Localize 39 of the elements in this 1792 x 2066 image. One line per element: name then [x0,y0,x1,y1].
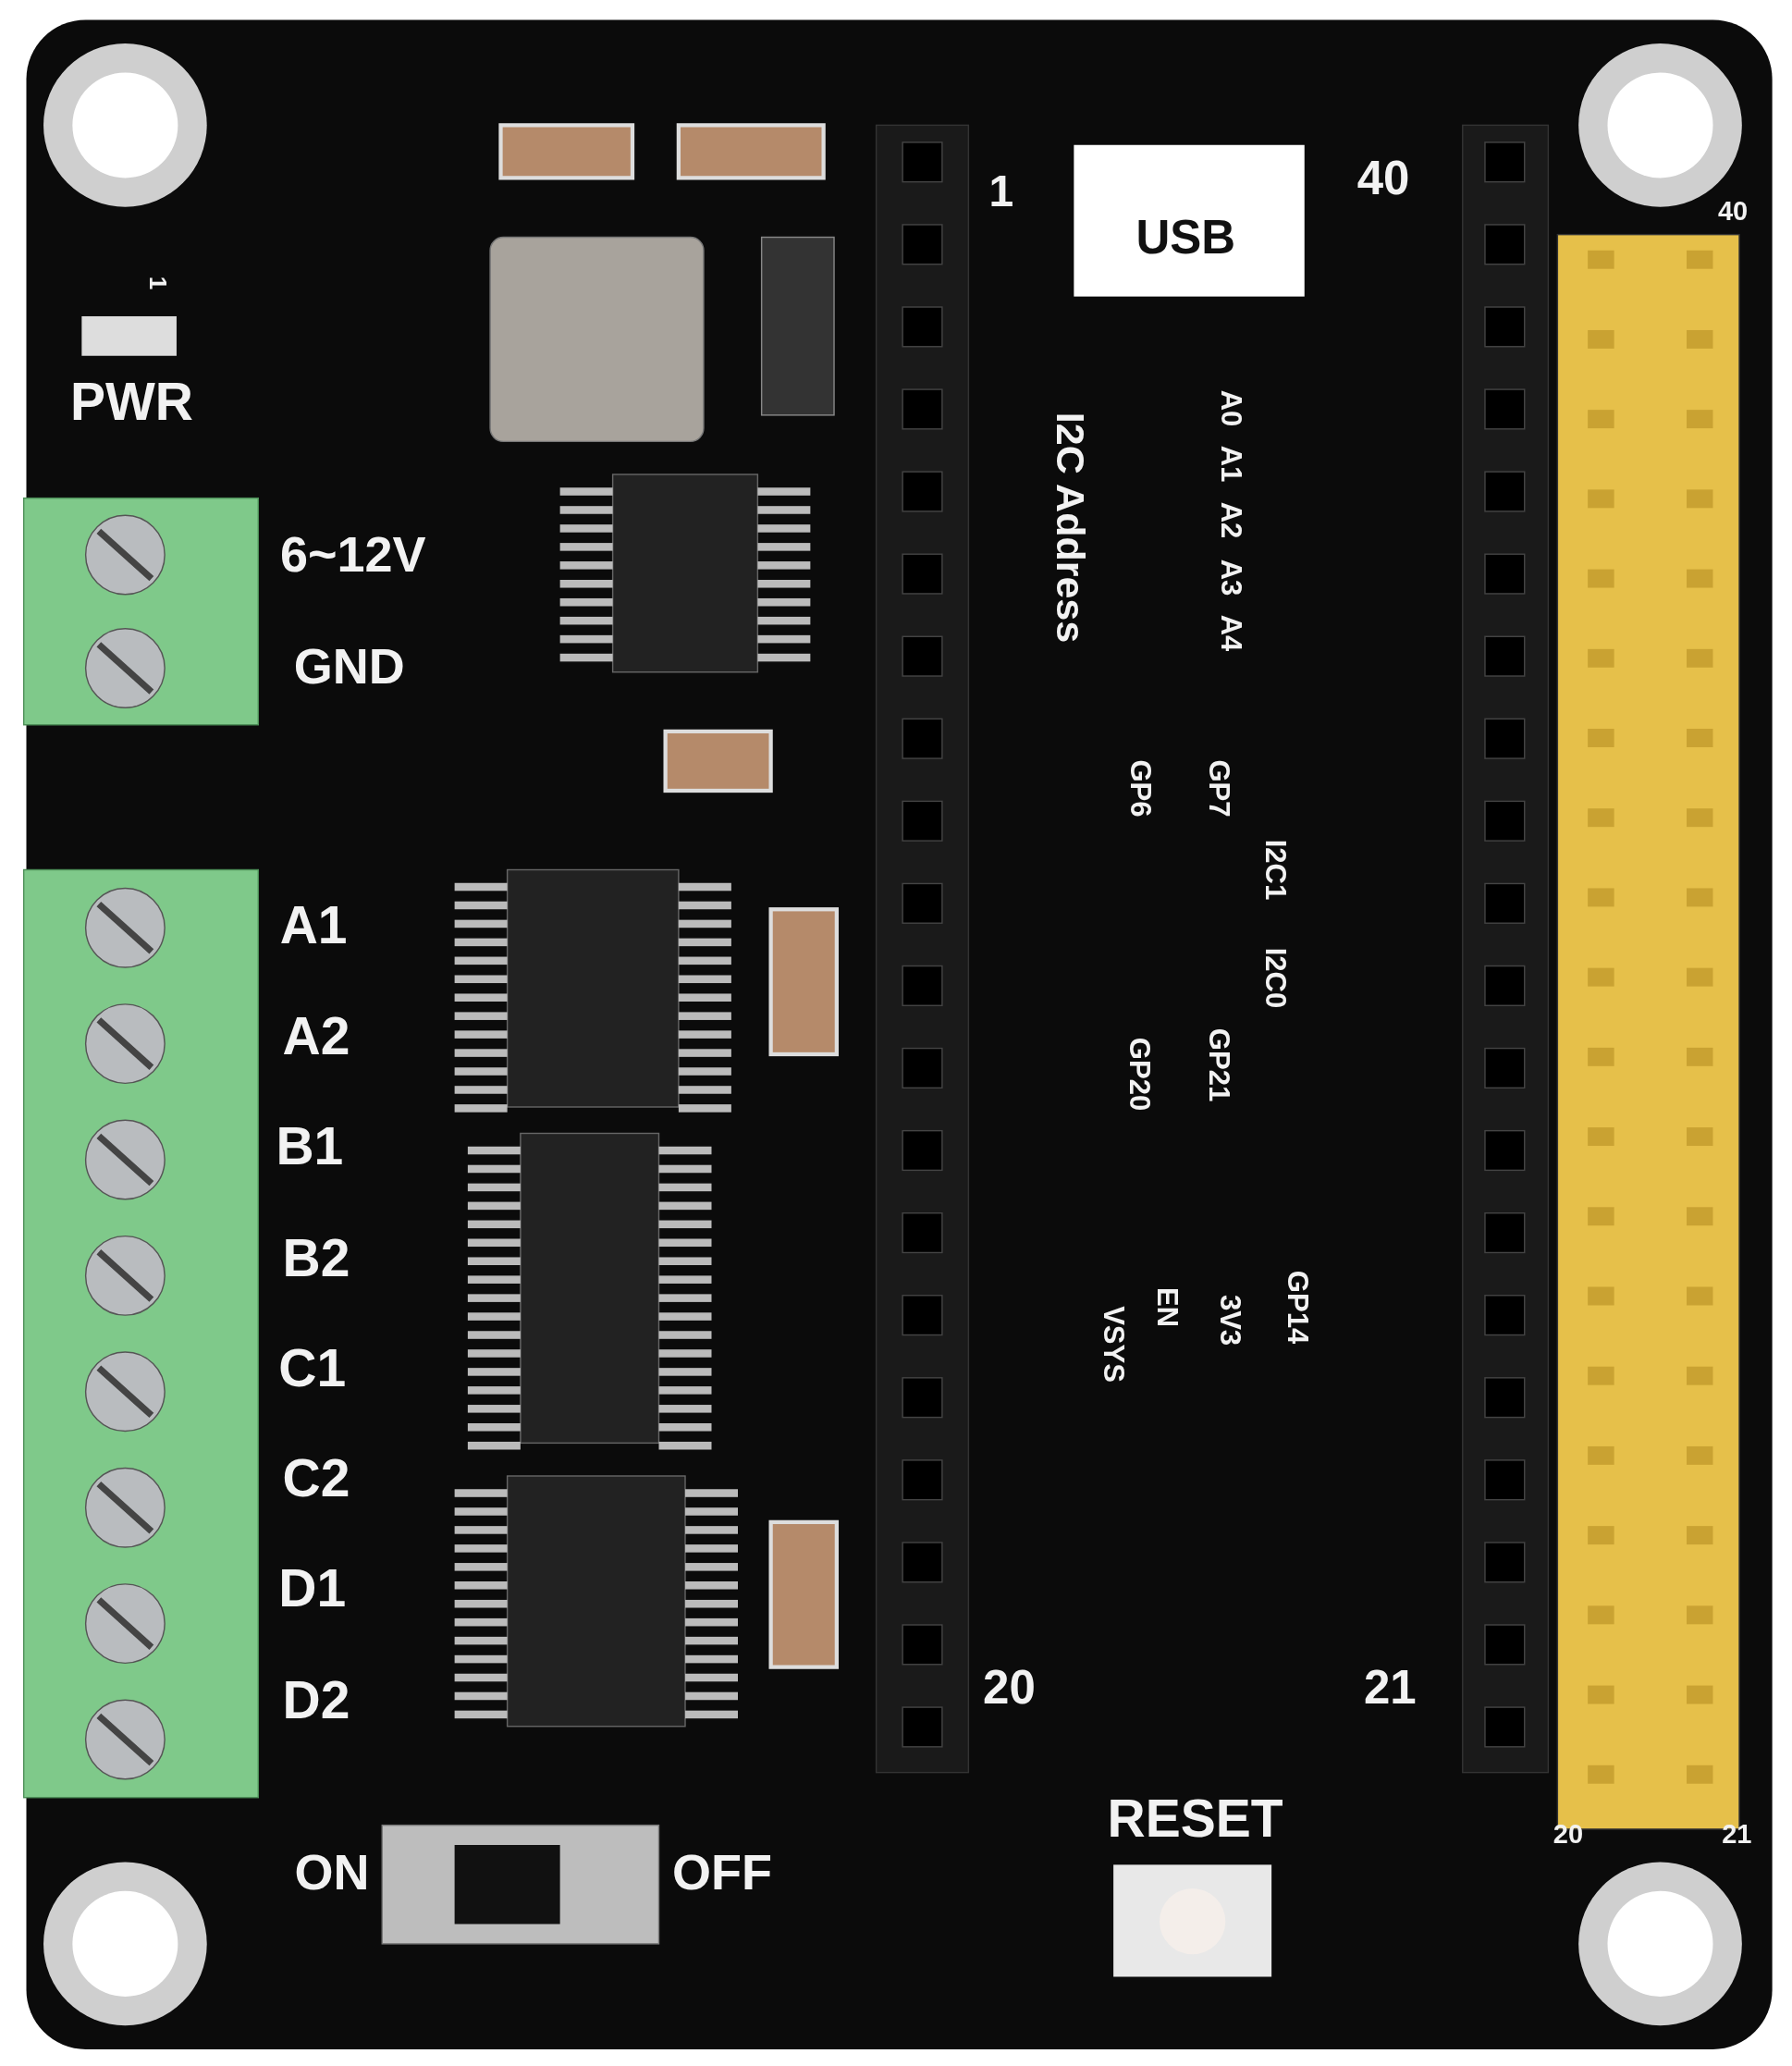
silkscreen-label: A1 [279,898,348,952]
silkscreen-label: 20 [983,1663,1036,1711]
silkscreen-label: C1 [278,1341,347,1395]
silkscreen-label: B1 [276,1120,344,1174]
silkscreen-label: RESET [1107,1792,1283,1845]
silkscreen-label: OFF [671,1846,772,1897]
silkscreen-label: GP21 [1204,1027,1234,1102]
silkscreen-label: B2 [282,1232,350,1285]
silkscreen-label: USB [1135,214,1236,261]
silkscreen-label: PWR [70,375,193,429]
silkscreen-label: 1 [988,168,1014,214]
silkscreen-label: 40 [1356,154,1410,202]
silkscreen-label: A1 [1217,445,1246,483]
silkscreen-label: A0 [1217,389,1246,427]
silkscreen-label: 21 [1363,1663,1417,1711]
silkscreen-label: GP6 [1125,759,1155,818]
silkscreen-label: D1 [278,1561,347,1615]
silkscreen-label: ON [294,1846,370,1897]
silkscreen-label: I2C Address [1049,412,1090,643]
silkscreen-label: GP14 [1283,1270,1313,1345]
silkscreen-label: EN [1153,1287,1183,1328]
silkscreen-label: 40 [1717,197,1749,225]
silkscreen-label: A2 [282,1009,350,1063]
silkscreen-label: 3V3 [1216,1295,1246,1347]
silkscreen-label: 1 [146,277,171,290]
silkscreen-label: A4 [1217,614,1246,651]
silkscreen-label: 6~12V [279,528,426,579]
silkscreen-label: I2C1 [1261,839,1291,901]
silkscreen-label: GND [293,640,405,691]
silkscreen-label: GP20 [1125,1037,1155,1111]
silkscreen-label: 20 [1553,1821,1583,1849]
silkscreen-label: A2 [1217,502,1246,539]
silkscreen-label: GP7 [1204,759,1234,818]
silkscreen-label: D2 [282,1673,350,1727]
silkscreen-label: C2 [282,1452,350,1506]
silkscreen-label: VSYS [1099,1306,1128,1383]
silkscreen-label: A3 [1217,559,1246,596]
silkscreen-label: 21 [1722,1821,1752,1849]
silkscreen-label: I2C0 [1261,947,1291,1009]
